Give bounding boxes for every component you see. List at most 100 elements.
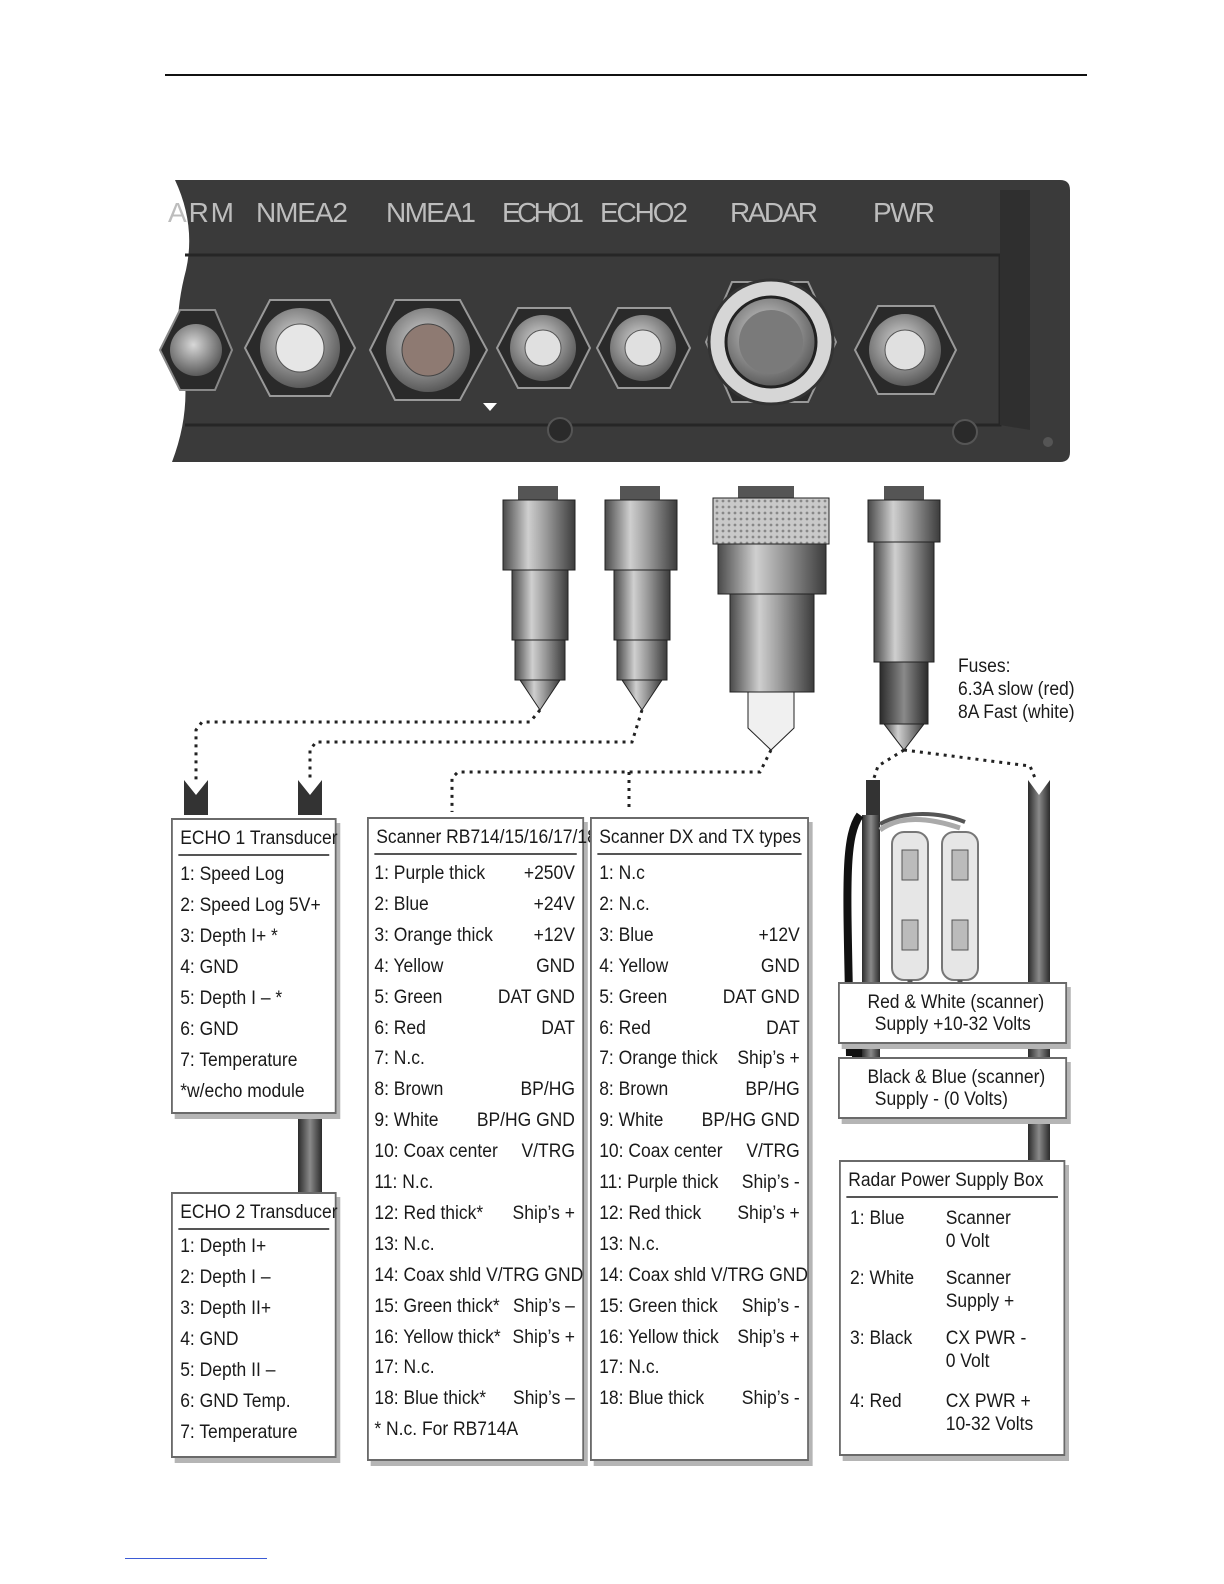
pin-label: 8: Brown [374,1079,444,1101]
scanner_dx-row: 9: White BP/HG GND [599,1110,800,1132]
pin-function: Ship’s - [741,1295,800,1317]
socket-radar-icon [704,278,838,406]
echo1-row: 4: GND [180,957,239,978]
radar-psu-title: Radar Power Supply Box [848,1170,1044,1191]
plug-echo1-icon [502,486,576,711]
page-top-rule [165,74,1087,76]
pin-label: 7: Orange thick [599,1048,718,1070]
plug-echo2-icon [604,486,678,711]
cable-power-icon [862,815,880,985]
pin-function: GND [536,955,575,977]
scanner_dx-row: 5: Green DAT GND [599,987,800,1009]
pin-function: DAT [766,1017,800,1039]
scanner_rb-row: 3: Orange thick+12V [374,925,575,947]
plug-radar-icon [712,486,830,751]
pin-label: 10: Coax center [599,1141,723,1163]
port-label: NMEA1 [386,197,476,228]
scanner_rb-row: 13: N.c. [374,1234,575,1256]
pin-function: +24V [533,893,575,915]
psu-pin-label: 1: Blue [850,1208,905,1229]
echo2-row: 1: Depth I+ [180,1236,267,1257]
scanner_rb-row: 14: Coax shld V/TRG GND [374,1265,583,1287]
pin-label: 11: N.c. [374,1172,434,1193]
pin-function: Ship’s + [512,1326,575,1348]
supply-negative-line1: Black & Blue (scanner) [867,1067,1046,1088]
fuse-holder-icon [891,831,929,990]
echo1-row: 2: Speed Log 5V+ [180,895,321,916]
scanner-rb-title: Scanner RB714/15/16/17/18 [376,827,597,848]
psu-pin-label: 4: Red [850,1391,902,1412]
pin-function: +250V [523,863,575,884]
echo2-row: 5: Depth II – [180,1360,276,1381]
pin-label: 5: Green [374,986,443,1008]
pin-label: 12: Red thick* [374,1202,484,1224]
echo1-title: ECHO 1 Transducer [180,828,338,849]
port-label: RADAR [730,197,818,228]
scanner_rb-row: 15: Green thick*Ship’s – [374,1296,575,1318]
pin-label: 4: Yellow [374,955,444,977]
pin-function: Ship’s – [513,1295,575,1317]
pin-label: 17: N.c. [599,1357,660,1379]
scanner_rb-row: 12: Red thick* Ship’s + [374,1203,575,1225]
pin-function: BP/HG GND [701,1110,800,1132]
echo2-row: 2: Depth I – [180,1267,271,1288]
fuses-title: Fuses: [958,656,1011,677]
panel-screw-icon [952,419,978,445]
port-label: ECHO1 [502,197,584,228]
scanner_rb-row: * N.c. For RB714A [374,1419,575,1441]
echo2-row: 7: Temperature [180,1422,298,1443]
pin-function: Ship’s + [737,1326,800,1348]
scanner_dx-row: 13: N.c. [599,1234,800,1256]
psu-pin-function: Scanner [945,1268,1011,1289]
pin-label: 15: Green thick [599,1295,718,1317]
pin-label: 18: Blue thick* [374,1388,487,1410]
pin-function: +12V [758,924,800,946]
supply-positive-line1: Red & White (scanner) [867,992,1045,1013]
fuse-holder-icon [941,831,979,990]
psu-pin-function: CX PWR - [945,1328,1027,1349]
socket-arm-icon [158,309,234,391]
psu-pin-function: Scanner [945,1208,1011,1229]
pin-label: 2: N.c. [599,893,650,915]
pin-label: 1: N.c [599,863,645,884]
psu-pin-label: 3: Black [850,1328,913,1349]
fuses-line: 8A Fast (white) [958,702,1075,723]
echo1-row: 3: Depth I+ * [180,926,278,947]
pin-label: 3: Orange thick [374,924,493,946]
pin-label: 6: Red [374,1017,426,1039]
echo1-row: 5: Depth I – * [180,988,283,1009]
scanner_rb-row: 2: Blue +24V [374,894,575,916]
echo2-row: 6: GND Temp. [180,1391,291,1412]
pin-label: 1: Purple thick [374,863,486,884]
pin-function: Ship’s + [512,1202,575,1224]
footer-link-underline [125,1558,267,1559]
scanner_dx-row: 2: N.c. [599,894,800,916]
pin-label: 9: White [599,1110,664,1132]
port-label: NMEA2 [256,197,348,228]
pin-function: DAT GND [497,986,575,1008]
pin-function: V/TRG [746,1141,800,1163]
scanner_dx-row: 3: Blue+12V [599,925,800,947]
pin-function: V/TRG [521,1141,575,1163]
pin-label: 12: Red thick [599,1202,702,1224]
scanner_rb-row: 1: Purple thick +250V [374,863,575,885]
scanner_rb-row: 4: Yellow GND [374,956,575,978]
pin-label: 5: Green [599,986,668,1008]
pin-label: 17: N.c. [374,1357,435,1379]
pin-label: 2: Blue [374,893,429,915]
pin-function: DAT GND [722,986,800,1008]
pin-label: 9: White [374,1110,439,1132]
socket-echo1-icon [495,307,592,389]
psu-pin-function-detail: 0 Volt [945,1231,990,1252]
scanner_rb-row: 7: N.c. [374,1048,575,1070]
cable-stub-icon [184,780,208,815]
supply-negative-line2: Supply - (0 Volts) [874,1089,1008,1110]
